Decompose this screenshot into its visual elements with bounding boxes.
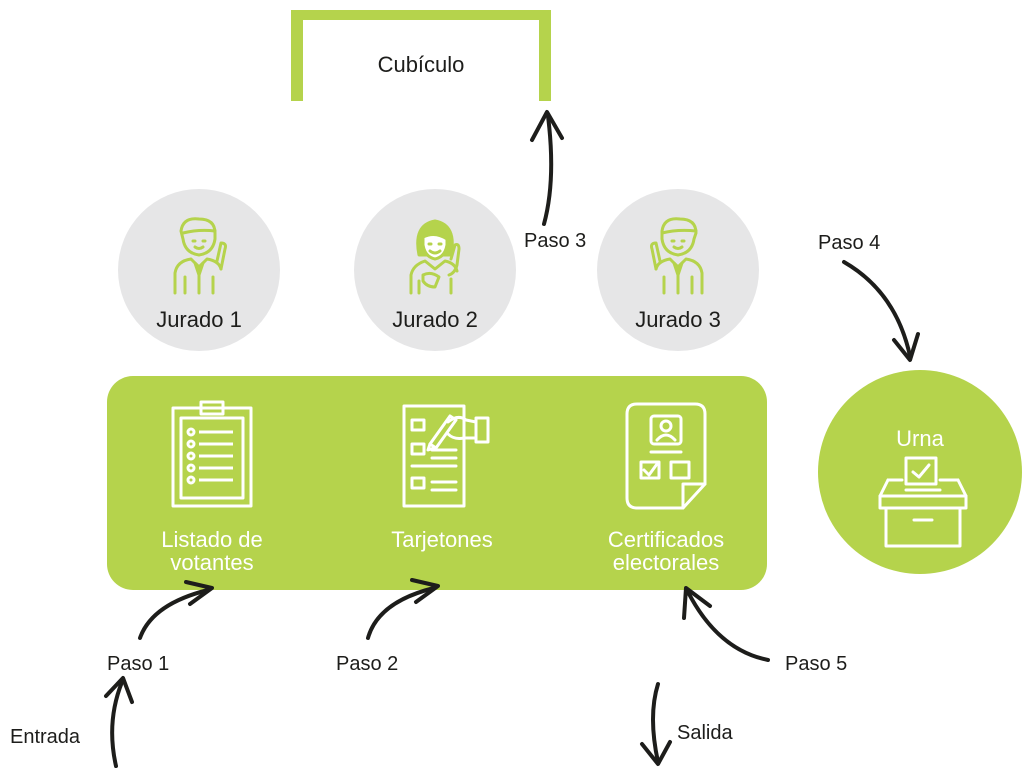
clipboard-list-icon [171, 400, 253, 508]
paso-2-label: Paso 2 [336, 653, 399, 675]
tarjetones-label: Tarjetones [391, 527, 493, 552]
paso-3-label: Paso 3 [524, 230, 587, 252]
entrada-label: Entrada [10, 726, 81, 748]
cubiculo-label: Cubículo [377, 52, 465, 77]
jurado-3-circle: Jurado 3 [597, 189, 759, 351]
jurado-2-circle: Jurado 2 [354, 189, 516, 351]
certificados-label-line2: electorales [612, 550, 720, 575]
certificate-document-icon [625, 402, 707, 510]
male-juror-icon [173, 217, 227, 295]
ballot-box-icon [878, 456, 968, 548]
cubiculo-frame: Cubículo [291, 10, 551, 101]
arrow-paso-3 [530, 110, 564, 226]
arrow-entrada [104, 676, 134, 768]
male-juror-icon [650, 217, 704, 295]
arrow-salida [640, 682, 672, 766]
urna-circle: Urna [818, 370, 1022, 574]
certificados-item: Certificados electorales [591, 400, 741, 574]
materials-panel: Listado de votantes Tarjetones [107, 376, 767, 590]
arrow-paso-2 [366, 578, 440, 640]
jurado-3-label: Jurado 3 [635, 307, 721, 332]
urna-label: Urna [896, 426, 944, 451]
paso-1-label: Paso 1 [107, 653, 170, 675]
female-juror-icon [409, 219, 461, 295]
paso-4-label: Paso 4 [818, 232, 881, 254]
listado-votantes-item: Listado de votantes [137, 400, 287, 574]
salida-label: Salida [677, 722, 733, 744]
tarjetones-item: Tarjetones [367, 400, 517, 551]
arrow-paso-5 [682, 586, 770, 662]
certificados-label-line1: Certificados [607, 527, 725, 552]
arrow-paso-1 [138, 580, 214, 640]
jurado-2-label: Jurado 2 [392, 307, 478, 332]
hand-writing-ballot-icon [402, 404, 490, 508]
paso-5-label: Paso 5 [785, 653, 848, 675]
arrow-paso-4 [842, 260, 920, 362]
jurado-1-circle: Jurado 1 [118, 189, 280, 351]
listado-label-line2: votantes [170, 550, 254, 575]
jurado-1-label: Jurado 1 [156, 307, 242, 332]
listado-label-line1: Listado de [161, 527, 263, 552]
